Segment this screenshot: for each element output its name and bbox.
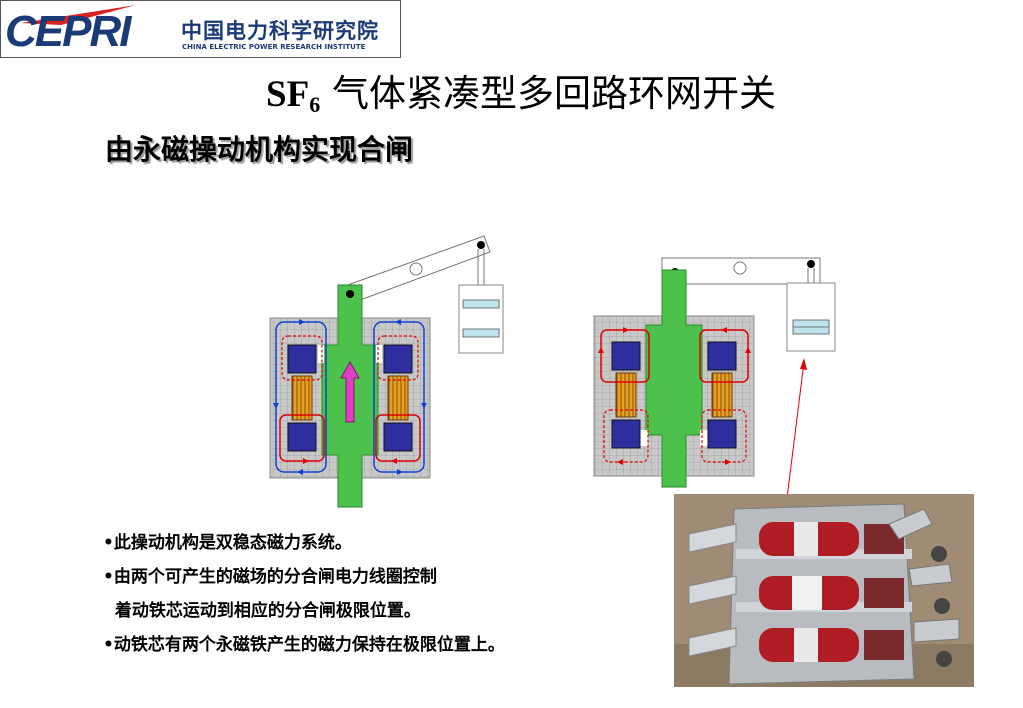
switchgear-photo <box>674 494 974 687</box>
bullet-item: •由两个可产生的磁场的分合闸电力线圈控制 <box>103 567 437 587</box>
title-text: 气体紧凑型多回路环网开关 <box>331 72 776 115</box>
slide-title: SF6 气体紧凑型多回路环网开关 <box>266 70 776 129</box>
title-prefix: SF <box>266 74 310 115</box>
bullet-item: •此操动机构是双稳态磁力系统。 <box>103 533 352 553</box>
logo-english-name: CHINA ELECTRIC POWER RESEARCH INSTITUTE <box>182 43 366 51</box>
bullet-item: •动铁芯有两个永磁铁产生的磁力保持在极限位置上。 <box>103 635 505 655</box>
right-diagram <box>593 257 836 488</box>
bullet-item: 着动铁芯运动到相应的分合闸极限位置。 <box>103 601 421 621</box>
logo-chinese-name: 中国电力科学研究院 <box>181 19 379 43</box>
title-subscript: 6 <box>309 92 321 117</box>
slide-subtitle: 由永磁操动机构实现合闸 <box>105 133 414 166</box>
logo-mark: CEPRI <box>5 7 131 56</box>
logo-swoosh-icon <box>21 5 136 25</box>
bullet-list: •此操动机构是双稳态磁力系统。 •由两个可产生的磁场的分合闸电力线圈控制 着动铁… <box>103 526 505 662</box>
cepri-logo: CEPRI 中国电力科学研究院 CHINA ELECTRIC POWER RES… <box>0 0 401 58</box>
left-diagram <box>269 235 504 508</box>
